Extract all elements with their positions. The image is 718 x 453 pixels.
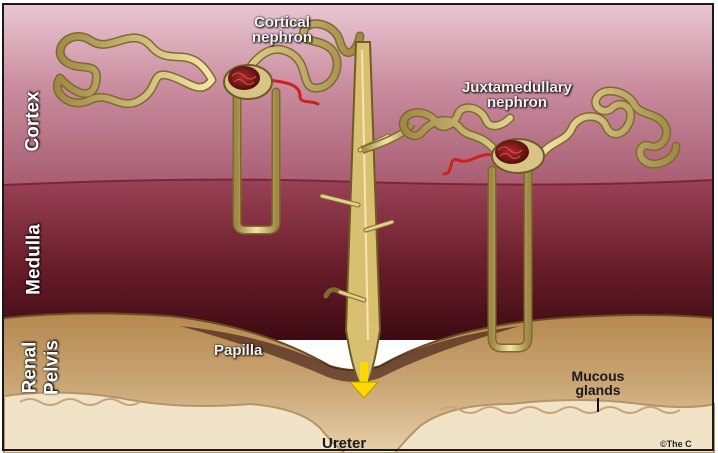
mucous-glands-label-line1: Mucous: [548, 369, 648, 383]
cortex-label: Cortex: [24, 92, 43, 152]
ureter-label: Ureter: [322, 436, 366, 451]
renal-pelvis-label-line1: Renal: [21, 338, 40, 398]
mucous-glands-label-line2: glands: [548, 383, 648, 397]
juxtamedullary-nephron-label: Juxtamedullary nephron: [432, 80, 602, 110]
papilla-label: Papilla: [214, 343, 262, 358]
juxtamedullary-renal-corpuscle: [492, 139, 544, 173]
cortical-nephron-label: Cortical nephron: [222, 15, 342, 45]
juxtamedullary-nephron-label-line2: nephron: [432, 95, 602, 110]
cortical-glomerulus: [228, 66, 260, 90]
cortical-renal-corpuscle: [224, 65, 272, 99]
mucous-glands-label: Mucous glands: [548, 369, 648, 397]
cortical-nephron-label-line2: nephron: [222, 30, 342, 45]
cortical-nephron-label-line1: Cortical: [222, 15, 342, 30]
renal-pelvis-label: Renal Pelvis: [2, 334, 82, 402]
medulla-label: Medulla: [25, 223, 44, 297]
copyright-text: ©The C: [660, 440, 692, 449]
renal-pelvis-label-line2: Pelvis: [43, 338, 62, 398]
juxtamedullary-nephron-label-line1: Juxtamedullary: [432, 80, 602, 95]
